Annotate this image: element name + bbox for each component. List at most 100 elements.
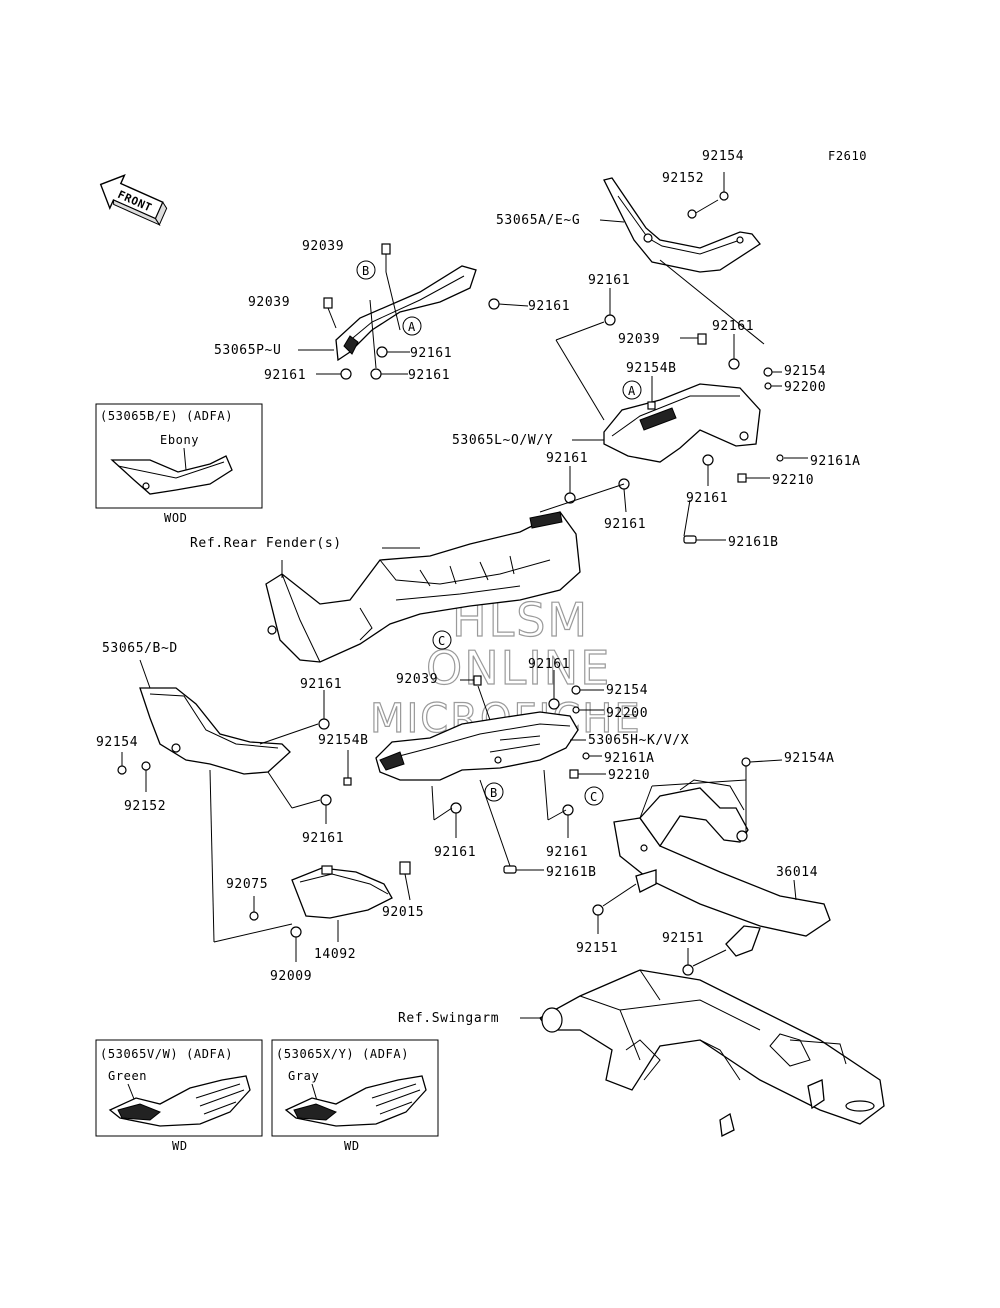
label-92151-b: 92151 [662, 931, 704, 946]
clip-92161B-r [683, 535, 697, 544]
grommet-92161-e [604, 314, 616, 326]
label-92154B-b: 92154B [318, 733, 369, 748]
grommet-92161A-r [776, 454, 784, 462]
tail-cowl-upper-right [603, 177, 761, 273]
label-92161-j: 92161 [300, 677, 342, 692]
grommet-92161-d [370, 368, 382, 380]
variant-green-code: WD [172, 1139, 188, 1153]
front-arrow-icon: FRONT [99, 174, 168, 226]
callout-a-mid-label: A [628, 384, 636, 398]
clip-92161B-m [503, 865, 517, 874]
label-92161A-r: 92161A [810, 454, 861, 469]
grommet-92161-f [728, 358, 740, 370]
grommet-92161A-m [582, 752, 590, 760]
callout-c-mid [432, 630, 452, 650]
label-92161B-m: 92161B [546, 865, 597, 880]
clip-92015 [399, 861, 411, 875]
grommet-92161-a [488, 298, 500, 310]
variant-ebony-header: (53065B/E) (ADFA) [100, 409, 233, 423]
label-36014: 36014 [776, 865, 818, 880]
rivet-92039-c [697, 333, 707, 345]
nut-92210-r [737, 473, 747, 483]
screw-92154B-b [343, 777, 352, 786]
screw-92009 [290, 926, 302, 938]
swingarm-reference [539, 969, 885, 1137]
bolt-92075 [249, 911, 259, 921]
label-53065HKVX: 53065H~K/V/X [588, 733, 689, 748]
seat-cover-53065PU [335, 265, 477, 362]
callout-b-top-label: B [362, 264, 370, 278]
label-92009: 92009 [270, 969, 312, 984]
label-92161-c: 92161 [264, 368, 306, 383]
washer-92152-top [687, 209, 697, 219]
washer-92152-l [141, 761, 151, 771]
label-92039-d: 92039 [396, 672, 438, 687]
variant-gray-code: WD [344, 1139, 360, 1153]
rivet-92039-b [323, 297, 333, 309]
washer-92200-r [764, 382, 772, 390]
label-92154-l: 92154 [96, 735, 138, 750]
grommet-92161-l [548, 698, 560, 710]
callout-c-mid-label: C [438, 634, 446, 648]
variant-ebony-color: Ebony [160, 433, 199, 447]
label-92154A: 92154A [784, 751, 835, 766]
bolt-92151-b [682, 964, 694, 976]
label-ref-swingarm: Ref.Swingarm [398, 1011, 499, 1026]
rivet-92039-a [381, 243, 391, 255]
callout-b-top [356, 260, 376, 280]
nut-92210-m [569, 769, 579, 779]
label-53065BD: 53065/B~D [102, 641, 178, 656]
label-92200-r: 92200 [784, 380, 826, 395]
label-92039-a: 92039 [302, 239, 344, 254]
label-92161-m: 92161 [434, 845, 476, 860]
side-cover-53065BD [139, 687, 291, 775]
label-92161-i: 92161 [686, 491, 728, 506]
bolt-92154-r [763, 367, 773, 377]
label-92161-d: 92161 [408, 368, 450, 383]
tail-cover-53065LOWY [603, 383, 761, 463]
label-92152-l: 92152 [124, 799, 166, 814]
callout-a-mid [622, 380, 642, 400]
label-92161-g: 92161 [546, 451, 588, 466]
grommet-92161-c [340, 368, 352, 380]
variant-box-green: (53065V/W) (ADFA) Green WD [95, 1039, 263, 1153]
grommet-92161-n [562, 804, 574, 816]
label-14092: 14092 [314, 947, 356, 962]
label-ref-rear-fender: Ref.Rear Fender(s) [190, 536, 342, 551]
callout-c-lower-label: C [590, 790, 598, 804]
grommet-92161-m [450, 802, 462, 814]
callout-a-top-label: A [408, 320, 416, 334]
label-92154-r: 92154 [784, 364, 826, 379]
callout-b-mid [484, 782, 504, 802]
label-92161B-r: 92161B [728, 535, 779, 550]
rear-fender-reference [265, 511, 581, 663]
label-53065PU: 53065P~U [214, 343, 281, 358]
variant-green-color: Green [108, 1069, 147, 1083]
label-92161-n: 92161 [546, 845, 588, 860]
label-92210-m: 92210 [608, 768, 650, 783]
label-92161-f: 92161 [712, 319, 754, 334]
label-92154-top: 92154 [702, 149, 744, 164]
variant-box-gray: (53065X/Y) (ADFA) Gray WD [271, 1039, 439, 1153]
label-92151-a: 92151 [576, 941, 618, 956]
label-92154-m: 92154 [606, 683, 648, 698]
label-92161-k: 92161 [302, 831, 344, 846]
label-92200-m: 92200 [606, 706, 648, 721]
bolt-92151-a [592, 904, 604, 916]
callout-b-mid-label: B [490, 786, 498, 800]
callout-c-lower [584, 786, 604, 806]
chain-case-36014 [613, 779, 831, 957]
screw-92154B-a [647, 401, 656, 410]
variant-gray-header: (53065X/Y) (ADFA) [276, 1047, 409, 1061]
figure-code: F2610 [828, 149, 867, 163]
washer-92200-m [572, 706, 580, 714]
bolt-92154-l [117, 765, 127, 775]
grommet-92161-j [318, 718, 330, 730]
variant-gray-color: Gray [288, 1069, 319, 1083]
label-92075: 92075 [226, 877, 268, 892]
bolt-92154A [741, 757, 751, 767]
label-92161-a: 92161 [528, 299, 570, 314]
label-92161-e: 92161 [588, 273, 630, 288]
label-92161-l: 92161 [528, 657, 570, 672]
rivet-92039-d [473, 675, 482, 686]
